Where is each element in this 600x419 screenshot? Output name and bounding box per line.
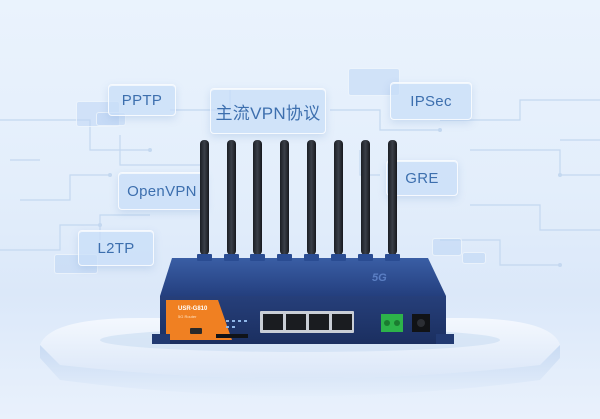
tag-openvpn-label: OpenVPN: [127, 182, 197, 200]
tag-pptp-label: PPTP: [121, 91, 163, 109]
tag-gre-label: GRE: [405, 169, 439, 187]
ethernet-ports: [260, 311, 354, 333]
5g-badge: 5G: [372, 272, 387, 284]
tag-pptp: PPTP: [108, 84, 176, 116]
tag-gre: GRE: [386, 160, 458, 196]
power-terminal: [381, 314, 403, 332]
tag-backplate: [462, 252, 486, 264]
antennas: [200, 140, 397, 255]
device-sub-label: 5G Router: [178, 314, 197, 319]
tag-main-vpn-label: 主流VPN协议: [215, 103, 321, 123]
status-leds: [226, 320, 247, 328]
tag-main-vpn: 主流VPN协议: [210, 88, 326, 134]
tag-openvpn: OpenVPN: [118, 172, 206, 210]
tag-l2tp-label: L2TP: [97, 239, 135, 257]
device-model-label: USR-G810: [178, 306, 208, 312]
tag-ipsec-label: IPSec: [410, 92, 452, 110]
tag-l2tp: L2TP: [78, 230, 154, 266]
tag-ipsec: IPSec: [390, 82, 472, 120]
tag-backplate: [432, 238, 462, 256]
